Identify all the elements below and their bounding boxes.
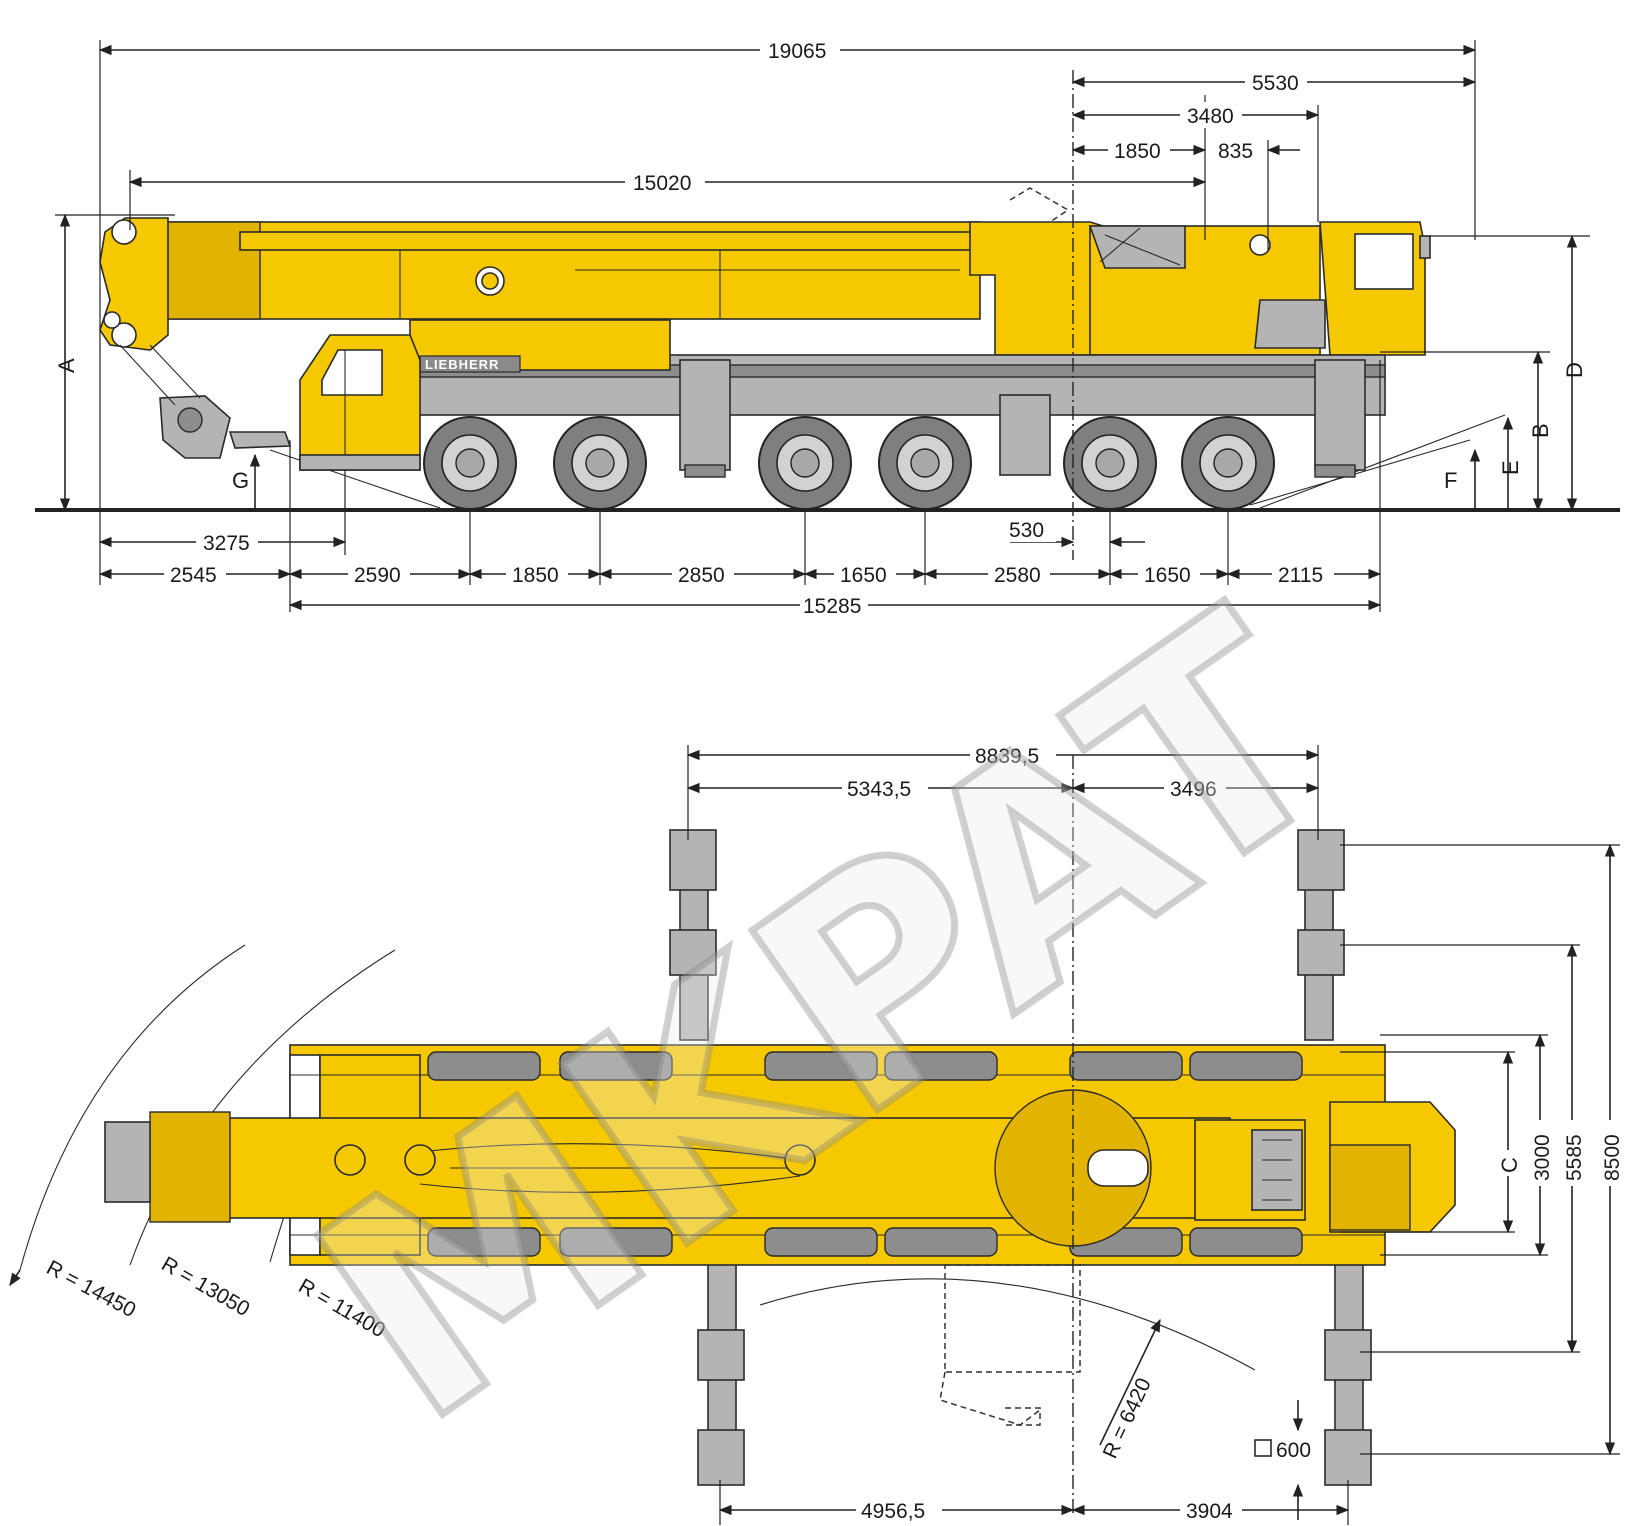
dim-3904: 3904 bbox=[1186, 1500, 1233, 1523]
top-view: 8839,5 5343,5 3496 4956,5 3904 8500 5585… bbox=[9, 742, 1624, 1525]
dim-3496: 3496 bbox=[1170, 778, 1217, 801]
wheel-2 bbox=[553, 416, 647, 510]
label-D: D bbox=[1562, 362, 1587, 378]
label-B: B bbox=[1528, 423, 1553, 438]
boom-assembly bbox=[99, 217, 981, 459]
dim-15285: 15285 bbox=[803, 595, 861, 618]
wheel-6 bbox=[1181, 416, 1275, 510]
dashed-cab-outline bbox=[939, 1264, 1081, 1426]
watermark-text: MKPAT bbox=[261, 549, 1394, 1488]
dim-600: 600 bbox=[1276, 1439, 1311, 1462]
dim-2850: 2850 bbox=[678, 564, 725, 587]
boom-top bbox=[104, 1089, 1456, 1247]
watermark: MKPAT bbox=[257, 546, 1397, 1492]
dim-1650-first: 1650 bbox=[840, 564, 887, 587]
dim-2545: 2545 bbox=[170, 564, 217, 587]
dim-1850-axle: 1850 bbox=[512, 564, 559, 587]
departure-line-rear-2 bbox=[1249, 439, 1471, 506]
brand-logo: LIEBHERR bbox=[425, 357, 499, 372]
wheel-4 bbox=[878, 416, 972, 510]
radius-14450: R = 14450 bbox=[43, 1256, 140, 1322]
superstructure bbox=[969, 187, 1431, 356]
dim-2590: 2590 bbox=[354, 564, 401, 587]
wheels bbox=[423, 416, 1275, 510]
dim-3480: 3480 bbox=[1187, 105, 1234, 128]
dim-5343-5: 5343,5 bbox=[847, 778, 911, 801]
dim-530: 530 bbox=[1009, 519, 1044, 542]
label-G: G bbox=[232, 468, 249, 493]
side-view: LIEBHERR bbox=[35, 37, 1620, 618]
dim-1650-second: 1650 bbox=[1144, 564, 1191, 587]
top-extension-lines bbox=[687, 745, 1620, 1525]
side-bottom-dim-labels: 3275 2545 2590 1850 2850 1650 2580 1650 … bbox=[164, 516, 1334, 618]
side-vertical-dimensions: A D B E F G bbox=[54, 213, 1587, 512]
label-F: F bbox=[1444, 468, 1457, 493]
pad-square-symbol bbox=[1254, 1439, 1272, 1457]
label-E: E bbox=[1498, 460, 1523, 475]
dim-1850-top: 1850 bbox=[1114, 140, 1161, 163]
approach-line-front bbox=[269, 449, 441, 509]
dim-835: 835 bbox=[1218, 140, 1253, 163]
label-A: A bbox=[54, 358, 79, 373]
departure-line-rear-1 bbox=[1259, 414, 1506, 509]
radius-13050: R = 13050 bbox=[158, 1252, 254, 1321]
dim-5585: 5585 bbox=[1563, 1134, 1586, 1181]
wheel-3 bbox=[758, 416, 852, 510]
outriggers bbox=[669, 829, 1372, 1486]
dim-8500: 8500 bbox=[1601, 1134, 1624, 1181]
side-top-dim-labels: 19065 5530 3480 1850 835 15020 bbox=[625, 37, 1307, 195]
dim-15020: 15020 bbox=[633, 172, 691, 195]
dim-overall-length: 19065 bbox=[768, 40, 826, 63]
wheel-5 bbox=[1063, 416, 1157, 510]
dim-4956-5: 4956,5 bbox=[861, 1500, 925, 1523]
dim-3275: 3275 bbox=[203, 532, 250, 555]
dim-8839-5: 8839,5 bbox=[975, 745, 1039, 768]
wheel-1 bbox=[423, 416, 517, 510]
label-C: C bbox=[1497, 1157, 1522, 1173]
tyres-top bbox=[427, 1051, 1303, 1257]
dim-2580: 2580 bbox=[994, 564, 1041, 587]
dim-2115: 2115 bbox=[1278, 564, 1323, 587]
dim-5530: 5530 bbox=[1252, 72, 1299, 95]
dim-3000: 3000 bbox=[1531, 1134, 1554, 1181]
chassis: LIEBHERR bbox=[299, 319, 1386, 478]
